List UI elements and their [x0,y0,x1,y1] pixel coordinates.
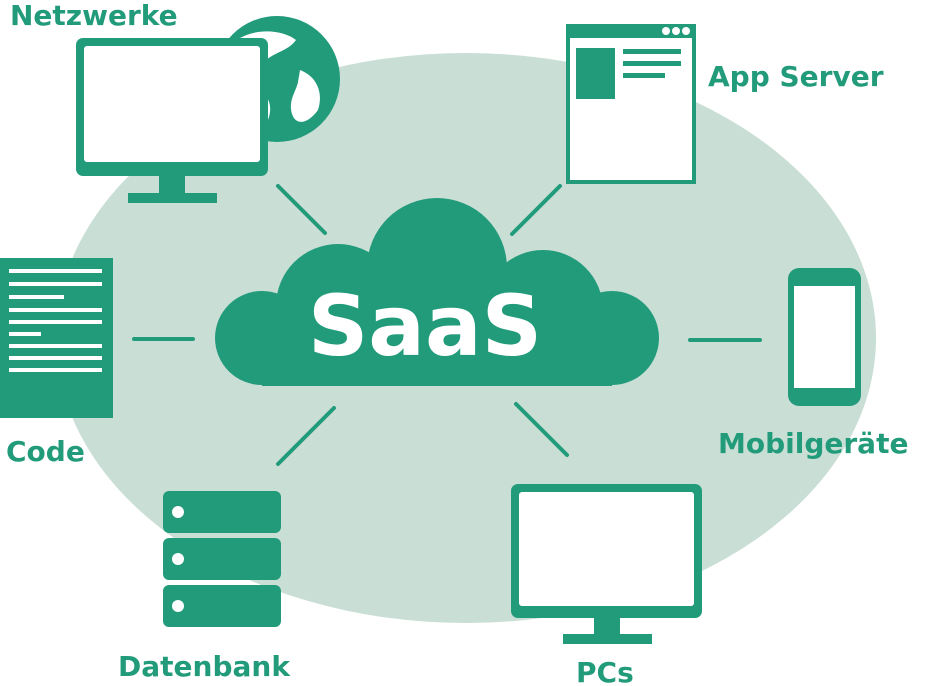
label-app-server: App Server [708,60,884,93]
label-mobile: Mobilgeräte [718,427,908,460]
label-database: Datenbank [118,650,291,683]
smartphone-icon [788,268,861,406]
label-networks: Netzwerke [10,0,178,32]
browser-window-icon [566,24,696,184]
label-code: Code [6,435,85,468]
document-icon [0,258,113,418]
cloud-icon [215,198,659,386]
monitor-icon [76,38,268,203]
connector-pcs [514,402,569,457]
label-pcs: PCs [576,656,634,686]
saas-title: SaaS [308,277,542,375]
server-stack-icon [163,491,281,627]
monitor-icon [511,484,702,644]
connectors [132,184,762,466]
connector-app-server [510,184,562,236]
connector-database [276,406,336,466]
connector-networks [276,184,327,235]
